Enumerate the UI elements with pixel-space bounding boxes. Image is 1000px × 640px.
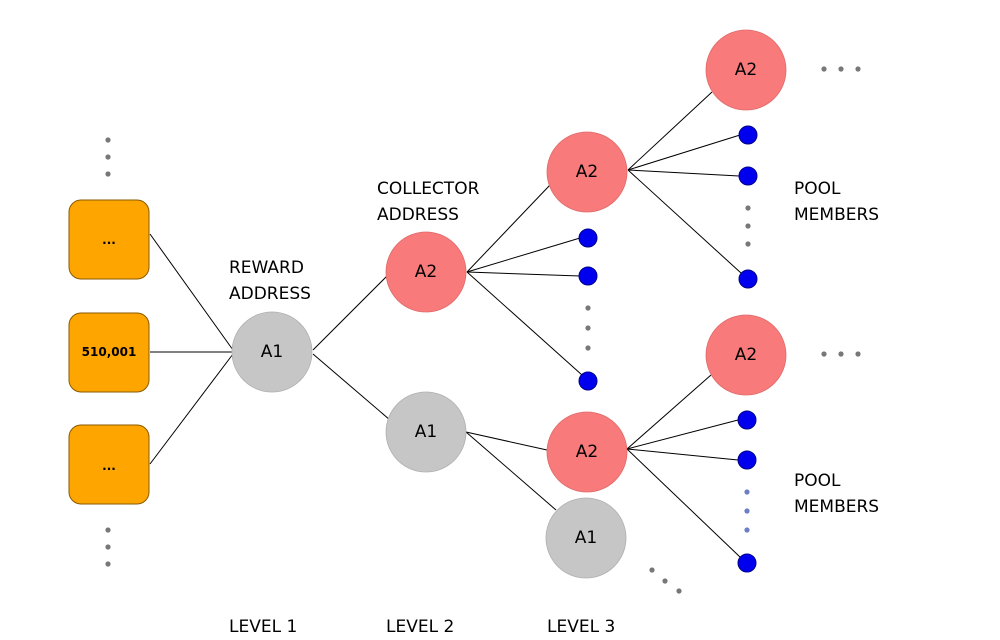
node-label: A1 bbox=[575, 528, 597, 548]
edge-l3a2top-to-member-a bbox=[627, 134, 741, 171]
edge-l2a1-to-l3a1 bbox=[465, 431, 557, 511]
block-label: ... bbox=[102, 233, 116, 247]
node-circle bbox=[385, 231, 467, 313]
level-3-label: LEVEL 3 bbox=[547, 617, 615, 637]
reward-address-label-line1: REWARD bbox=[229, 258, 304, 278]
edge-l3a2bottom-to-member-f bbox=[626, 448, 741, 558]
edge-l3a2top-to-member-b bbox=[627, 169, 740, 177]
pool-member-dot bbox=[738, 125, 758, 145]
node-level3-a1: A1 bbox=[545, 497, 627, 579]
edge-l1-to-l2-a2 bbox=[312, 274, 389, 351]
edge-l2a2-to-member-2 bbox=[466, 271, 581, 277]
pool-members-bottom-group bbox=[737, 410, 757, 573]
node-label: A2 bbox=[735, 345, 757, 365]
ellipsis-dot bbox=[745, 205, 751, 211]
node-label: A2 bbox=[735, 60, 757, 80]
node-level2-a2: A2 bbox=[385, 231, 467, 313]
pool-members-label-top-line1: POOL bbox=[794, 179, 841, 199]
pool-member-dot bbox=[737, 410, 757, 430]
edge-block-top-to-a1 bbox=[149, 233, 234, 351]
ellipsis-right-top bbox=[821, 66, 861, 72]
node-label: A2 bbox=[576, 442, 598, 462]
node-label: A2 bbox=[576, 162, 598, 182]
node-label: A1 bbox=[261, 342, 283, 362]
edge-l3a2bottom-to-member-e bbox=[626, 448, 739, 461]
pool-member-dot bbox=[737, 450, 757, 470]
edge-block-bottom-to-a1 bbox=[149, 353, 234, 465]
node-circle bbox=[546, 131, 628, 213]
node-level1-a1: A1 bbox=[231, 311, 313, 393]
edge-l3a2bottom-to-l4a2 bbox=[626, 374, 712, 450]
block-bottom: ... bbox=[68, 424, 150, 505]
node-level4-a2-bottom: A2 bbox=[705, 314, 787, 396]
pool-member-dot bbox=[738, 269, 758, 289]
node-level3-a2-bottom: A2 bbox=[546, 411, 628, 493]
level-2-label: LEVEL 2 bbox=[386, 617, 454, 637]
pool-member-dot bbox=[738, 166, 758, 186]
edge-l2a2-to-member-1 bbox=[466, 237, 581, 273]
node-label: A2 bbox=[415, 262, 437, 282]
reward-address-label-line2: ADDRESS bbox=[229, 284, 311, 304]
level-1-label: LEVEL 1 bbox=[229, 617, 297, 637]
edge-l3a2bottom-to-member-d bbox=[626, 419, 739, 450]
block-box bbox=[68, 199, 150, 280]
pool-member-dot bbox=[578, 371, 598, 391]
ellipsis-diagonal bbox=[649, 567, 682, 594]
edge-l2a2-to-member-3 bbox=[466, 271, 583, 376]
block-label: 510,001 bbox=[82, 345, 137, 359]
pool-members-label-top-line2: MEMBERS bbox=[794, 205, 879, 225]
ellipsis-dot bbox=[745, 223, 751, 229]
node-level3-a2-top: A2 bbox=[546, 131, 628, 213]
block-box bbox=[68, 312, 150, 393]
pool-members-top-group bbox=[738, 125, 758, 289]
ellipsis-dot bbox=[744, 508, 750, 514]
ellipsis-right-bottom bbox=[821, 351, 861, 357]
node-circle bbox=[231, 311, 313, 393]
node-label: A1 bbox=[415, 422, 437, 442]
node-circle bbox=[545, 497, 627, 579]
block-ellipsis-top bbox=[105, 137, 111, 177]
pool-members-label-bottom-line1: POOL bbox=[794, 471, 841, 491]
collector-address-label-line2: ADDRESS bbox=[377, 205, 459, 225]
block-top: ... bbox=[68, 199, 150, 280]
edge-l1-to-l2-a1 bbox=[312, 353, 391, 421]
edge-l2a2-to-l3a2 bbox=[466, 184, 551, 273]
edge-l3a2top-to-l4a2 bbox=[627, 91, 713, 171]
node-circle bbox=[546, 411, 628, 493]
node-level2-a1: A1 bbox=[385, 391, 467, 473]
node-level4-a2-top: A2 bbox=[705, 29, 787, 111]
edge-l2a1-to-l3a2 bbox=[465, 431, 548, 451]
block-middle: 510,001 bbox=[68, 312, 150, 393]
collector-address-label-line1: COLLECTOR bbox=[377, 179, 480, 199]
block-label: ... bbox=[102, 459, 116, 473]
block-box bbox=[68, 424, 150, 505]
edges bbox=[149, 91, 742, 558]
node-circle bbox=[705, 314, 787, 396]
edge-l3a2top-to-member-c bbox=[627, 169, 742, 274]
ellipsis-dot bbox=[585, 305, 591, 311]
pool-member-dot bbox=[578, 228, 598, 248]
ellipsis-dot bbox=[744, 489, 750, 495]
node-circle bbox=[385, 391, 467, 473]
ellipsis-dot bbox=[745, 241, 751, 247]
pool-member-dot bbox=[737, 553, 757, 573]
block-ellipsis-bottom bbox=[105, 527, 111, 567]
pool-members-level3 bbox=[578, 228, 598, 391]
pool-member-dot bbox=[578, 266, 598, 286]
ellipsis-dot bbox=[585, 345, 591, 351]
ellipsis-dot bbox=[744, 527, 750, 533]
ellipsis-dot bbox=[585, 325, 591, 331]
pool-members-label-bottom-line2: MEMBERS bbox=[794, 497, 879, 517]
node-circle bbox=[705, 29, 787, 111]
